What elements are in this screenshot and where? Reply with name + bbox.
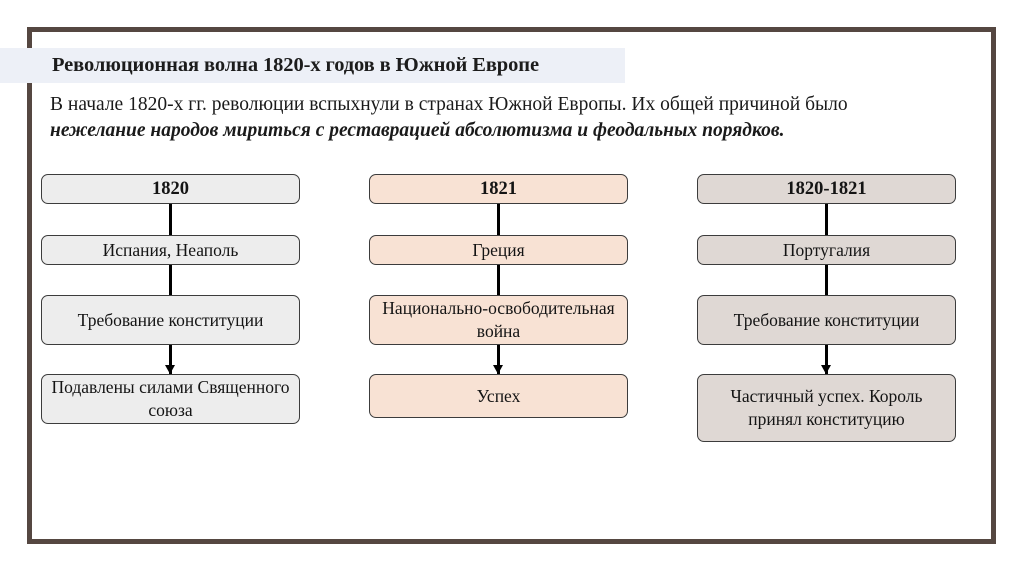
intro-paragraph: В начале 1820-х гг. революции вспыхнули … <box>50 92 880 143</box>
slide-border-frame <box>27 27 996 544</box>
intro-text-plain: В начале 1820-х гг. революции вспыхнули … <box>50 94 848 115</box>
intro-text-emphasis: нежелание народов мириться с реставрацие… <box>50 119 785 141</box>
connector-line-4 <box>497 204 500 235</box>
title-highlight-band <box>0 48 625 83</box>
flow-box-countries-spain-naples[interactable]: Испания, Неаполь <box>41 235 300 265</box>
flow-box-outcome-partial-success[interactable]: Частичный успех. Король принял конституц… <box>697 374 956 442</box>
connector-line-2 <box>169 265 172 295</box>
flow-box-outcome-success[interactable]: Успех <box>369 374 628 418</box>
connector-line-5 <box>497 265 500 295</box>
connector-line-6 <box>497 345 500 374</box>
flow-box-year-1820-1821[interactable]: 1820-1821 <box>697 174 956 204</box>
flow-box-year-1821[interactable]: 1821 <box>369 174 628 204</box>
arrowhead-icon-col1 <box>165 365 175 374</box>
arrowhead-icon-col2 <box>493 365 503 374</box>
flow-box-demand-constitution-col1[interactable]: Требование конституции <box>41 295 300 345</box>
flow-box-country-portugal[interactable]: Португалия <box>697 235 956 265</box>
connector-line-9 <box>825 345 828 374</box>
flow-box-outcome-suppressed[interactable]: Подавлены силами Священного союза <box>41 374 300 424</box>
slide-title: Революционная волна 1820-х годов в Южной… <box>52 54 539 76</box>
connector-line-3 <box>169 345 172 374</box>
connector-line-7 <box>825 204 828 235</box>
flow-box-demand-constitution-col3[interactable]: Требование конституции <box>697 295 956 345</box>
arrowhead-icon-col3 <box>821 365 831 374</box>
connector-line-8 <box>825 265 828 295</box>
connector-line-1 <box>169 204 172 235</box>
flow-box-year-1820[interactable]: 1820 <box>41 174 300 204</box>
flow-box-country-greece[interactable]: Греция <box>369 235 628 265</box>
flow-box-liberation-war[interactable]: Национально-освободительная война <box>369 295 628 345</box>
